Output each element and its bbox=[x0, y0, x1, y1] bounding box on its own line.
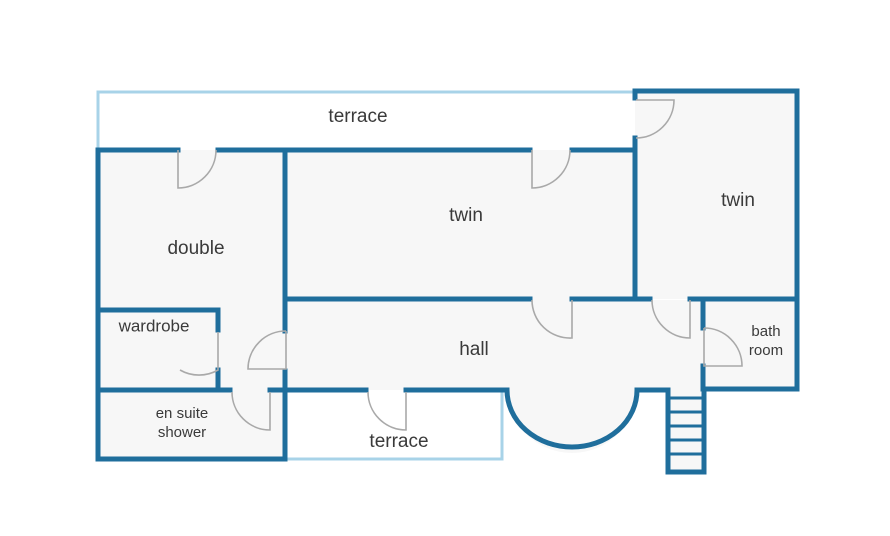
label-twin-right: twin bbox=[721, 190, 755, 211]
door-bathroom bbox=[703, 327, 743, 367]
label-twin-center: twin bbox=[449, 205, 483, 226]
door-ensuite bbox=[231, 391, 271, 431]
door-twin-center-top bbox=[531, 149, 571, 189]
stair-fill bbox=[668, 389, 704, 472]
label-bathroom-line2: room bbox=[749, 342, 783, 359]
hall-bay bbox=[507, 388, 637, 453]
label-terrace-bottom: terrace bbox=[369, 431, 428, 452]
double-room bbox=[98, 150, 285, 310]
terrace-outlines bbox=[96, 90, 635, 461]
room-fills bbox=[98, 91, 797, 472]
door-twin-center-hall bbox=[531, 299, 573, 339]
label-ensuite-line2: shower bbox=[158, 424, 206, 441]
bathroom-room bbox=[703, 299, 797, 389]
terrace-top-outline bbox=[96, 90, 635, 150]
door-wardrobe bbox=[179, 332, 219, 376]
label-ensuite-line1: en suite bbox=[156, 405, 209, 422]
room-labels: terrace twin twin double wardrobe hall b… bbox=[118, 106, 784, 452]
door-twin-right-terrace bbox=[635, 99, 675, 139]
label-bathroom-line1: bath bbox=[751, 323, 780, 340]
door-hall-double bbox=[247, 330, 287, 370]
terrace-bottom-outline bbox=[285, 390, 504, 461]
walls bbox=[95, 88, 800, 462]
label-double: double bbox=[167, 238, 224, 259]
doors bbox=[177, 99, 743, 431]
wardrobe-room bbox=[98, 310, 218, 390]
door-twin-right-hall bbox=[651, 299, 691, 339]
label-hall: hall bbox=[459, 339, 489, 360]
ensuite-room bbox=[98, 390, 285, 459]
door-double bbox=[177, 149, 217, 189]
twin-room-right bbox=[635, 91, 797, 299]
hall-room bbox=[218, 300, 703, 390]
staircase bbox=[665, 387, 707, 475]
label-terrace-top: terrace bbox=[328, 106, 387, 127]
label-wardrobe: wardrobe bbox=[118, 316, 190, 335]
door-terrace-bottom bbox=[367, 391, 407, 431]
twin-room-center bbox=[285, 150, 635, 300]
